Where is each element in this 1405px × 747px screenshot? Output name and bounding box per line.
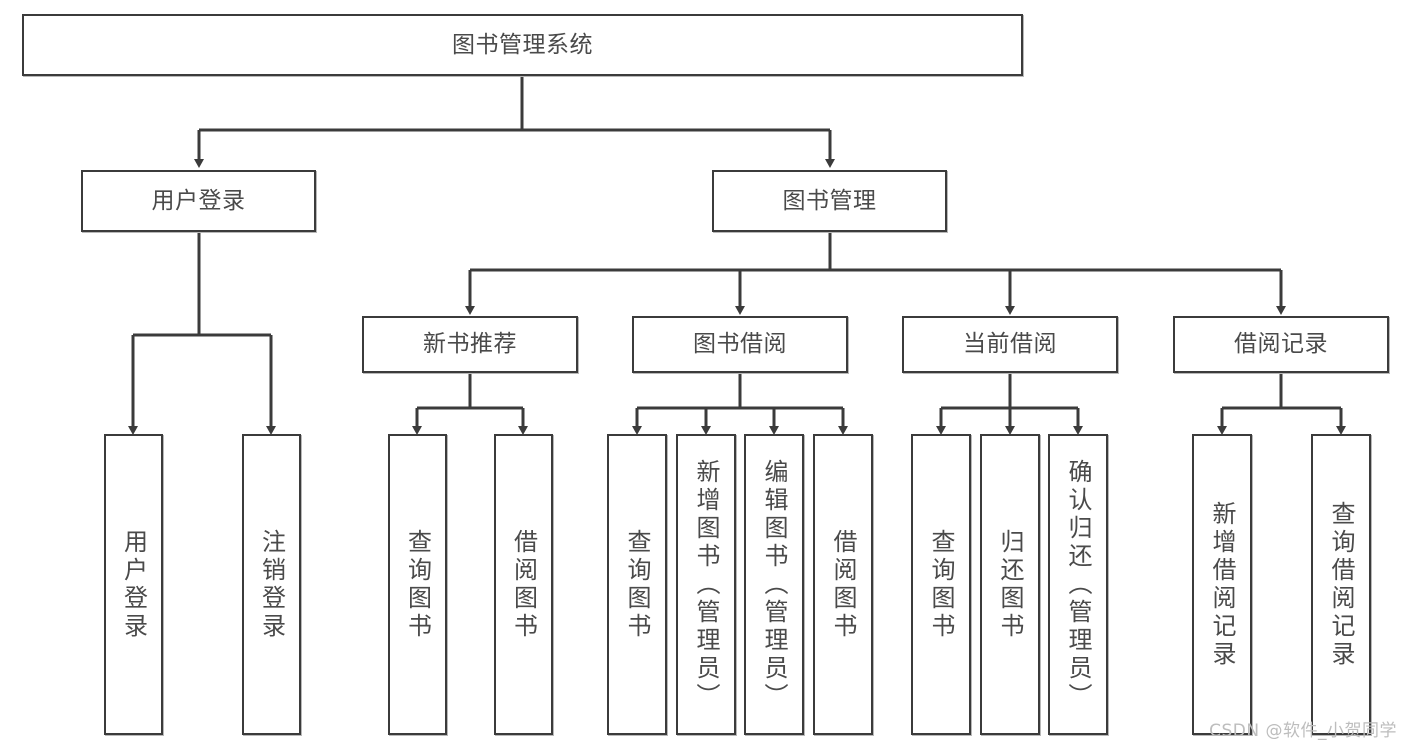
node-label: 新书推荐 (423, 331, 517, 358)
node-label: 归还图书 (996, 528, 1024, 641)
node-label: 查询图书 (927, 528, 955, 641)
leaf-new-book-query[interactable]: 查询图书 (388, 434, 447, 735)
node-label: 借阅记录 (1234, 331, 1328, 358)
leaf-add-borrow-record[interactable]: 新增借阅记录 (1192, 434, 1252, 735)
node-label: 注销登录 (257, 528, 286, 641)
node-label: 查询借阅记录 (1327, 500, 1355, 669)
node-label: 查询图书 (623, 528, 651, 641)
node-label: 新增借阅记录 (1208, 500, 1236, 669)
leaf-query-borrow-record[interactable]: 查询借阅记录 (1311, 434, 1371, 735)
node-label: 当前借阅 (963, 331, 1057, 358)
node-label: 图书借阅 (693, 331, 787, 358)
node-new-book-recommend[interactable]: 新书推荐 (362, 316, 578, 373)
node-book-management[interactable]: 图书管理 (712, 170, 947, 232)
leaf-confirm-return-admin[interactable]: 确认归还（管理员） (1048, 434, 1108, 735)
leaf-user-login[interactable]: 用户登录 (104, 434, 163, 735)
leaf-current-query-book[interactable]: 查询图书 (911, 434, 971, 735)
node-label: 新增图书（管理员） (692, 458, 720, 711)
node-user-login[interactable]: 用户登录 (81, 170, 316, 232)
leaf-return-book[interactable]: 归还图书 (980, 434, 1040, 735)
node-label: 用户登录 (151, 187, 246, 214)
node-label: 编辑图书（管理员） (760, 458, 788, 711)
watermark: CSDN @软件_小贺同学 (1209, 721, 1397, 741)
leaf-new-book-borrow[interactable]: 借阅图书 (494, 434, 553, 735)
node-label: 借阅图书 (509, 528, 538, 641)
node-book-borrow[interactable]: 图书借阅 (632, 316, 848, 373)
node-label: 图书管理 (782, 187, 877, 214)
node-current-borrow[interactable]: 当前借阅 (902, 316, 1118, 373)
leaf-edit-book-admin[interactable]: 编辑图书（管理员） (744, 434, 804, 735)
node-label: 借阅图书 (829, 528, 857, 641)
leaf-logout[interactable]: 注销登录 (242, 434, 301, 735)
node-label: 确认归还（管理员） (1064, 458, 1092, 711)
node-borrow-record[interactable]: 借阅记录 (1173, 316, 1389, 373)
node-label: 查询图书 (403, 528, 432, 641)
node-label: 图书管理系统 (452, 31, 593, 58)
node-root-system[interactable]: 图书管理系统 (22, 14, 1023, 76)
leaf-borrow-book[interactable]: 借阅图书 (813, 434, 873, 735)
node-label: 用户登录 (119, 528, 148, 641)
leaf-borrow-query-book[interactable]: 查询图书 (607, 434, 667, 735)
leaf-add-book-admin[interactable]: 新增图书（管理员） (676, 434, 736, 735)
